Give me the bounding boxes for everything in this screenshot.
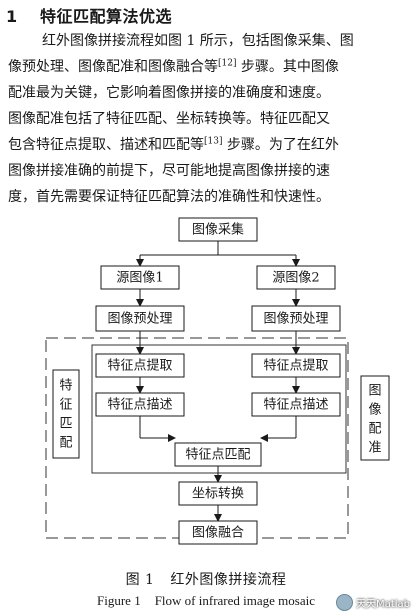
side-left-char: 特	[59, 379, 72, 394]
node-source2-label: 源图像2	[272, 271, 319, 286]
node-source1-label: 源图像1	[116, 271, 163, 286]
figure-caption-en: Figure 1 Flow of infrared image mosaic	[0, 593, 412, 609]
flowchart-diagram: 图像采集 源图像1 源图像2 图像预处理 图像预处理 特征点提取 特征点提取 特…	[45, 217, 390, 545]
wechat-logo-icon	[336, 594, 354, 611]
node-extract-right-label: 特征点提取	[263, 358, 328, 374]
node-preprocess-left-label: 图像预处理	[107, 312, 172, 327]
node-describe-right	[251, 392, 341, 417]
paragraph-line: 包含特征点提取、描述和匹配等[13] 步骤。为了在红外	[8, 132, 412, 158]
paragraph-text: 步骤。为了在红外	[222, 137, 339, 153]
figure-title-cn: 红外图像拼接流程	[170, 572, 287, 588]
paragraph-line: 配准最为关键，它影响着图像拼接的准确度和速度。	[8, 85, 330, 101]
node-source2	[256, 265, 336, 290]
node-transform-label: 坐标转换	[192, 487, 244, 502]
side-right-char: 准	[368, 441, 381, 456]
node-extract-right	[251, 353, 341, 378]
section-heading: 1 特征匹配算法优选	[6, 3, 172, 27]
citation-ref: [12]	[218, 58, 237, 69]
feature-matching-region	[91, 344, 347, 474]
watermark-text: 天天Matlab	[356, 599, 410, 610]
node-fusion	[178, 520, 258, 545]
flow-connectors	[136, 241, 300, 522]
node-source1	[100, 265, 180, 290]
section-title: 特征匹配算法优选	[40, 7, 173, 26]
node-transform	[178, 481, 258, 506]
side-left-char: 征	[59, 398, 72, 413]
node-acquire-label: 图像采集	[192, 222, 244, 238]
paragraph-line: 度，首先需要保证特征匹配算法的准确性和快速性。	[8, 189, 330, 205]
paragraph-text: 像预处理、图像配准和图像融合等	[8, 59, 218, 75]
label-feature-matching	[52, 369, 80, 459]
side-left-char: 匹	[59, 417, 72, 432]
side-left-char: 配	[59, 436, 72, 451]
label-image-registration	[360, 375, 390, 461]
paragraph-text: 步骤。其中图像	[236, 59, 339, 75]
node-match	[174, 442, 262, 467]
section-number: 1	[6, 7, 18, 26]
node-preprocess-right	[251, 305, 341, 332]
node-preprocess-right-label: 图像预处理	[263, 312, 328, 327]
body-paragraph: 红外图像拼接流程如图 1 所示，包括图像采集、图 像预处理、图像配准和图像融合等…	[8, 28, 412, 210]
figure-label-cn: 图 1	[125, 572, 155, 588]
node-describe-right-label: 特征点描述	[263, 398, 328, 413]
node-match-label: 特征点匹配	[185, 448, 250, 463]
paragraph-line: 图像配准包括了特征匹配、坐标转换等。特征匹配又	[8, 111, 330, 127]
node-fusion-label: 图像融合	[192, 526, 244, 541]
figure-label-en: Figure 1	[97, 593, 141, 608]
figure-title-en: Flow of infrared image mosaic	[154, 593, 315, 608]
paragraph-line: 图像拼接准确的前提下，尽可能地提高图像拼接的速	[8, 163, 330, 179]
citation-ref: [13]	[204, 136, 223, 147]
node-acquire	[178, 217, 258, 242]
node-preprocess-left	[95, 305, 185, 332]
side-right-char: 像	[368, 403, 381, 418]
node-describe-left-label: 特征点描述	[107, 398, 172, 413]
side-right-char: 图	[368, 384, 381, 399]
watermark: 天天Matlab	[336, 594, 410, 611]
node-describe-left	[95, 392, 185, 417]
paragraph-line: 红外图像拼接流程如图 1 所示，包括图像采集、图	[42, 33, 354, 49]
node-extract-left-label: 特征点提取	[107, 358, 172, 374]
side-right-char: 配	[368, 422, 381, 437]
paragraph-line: 像预处理、图像配准和图像融合等[12] 步骤。其中图像	[8, 54, 412, 80]
paragraph-text: 包含特征点提取、描述和匹配等	[8, 137, 204, 153]
node-extract-left	[95, 353, 185, 378]
figure-caption-cn: 图 1 红外图像拼接流程	[0, 569, 412, 589]
